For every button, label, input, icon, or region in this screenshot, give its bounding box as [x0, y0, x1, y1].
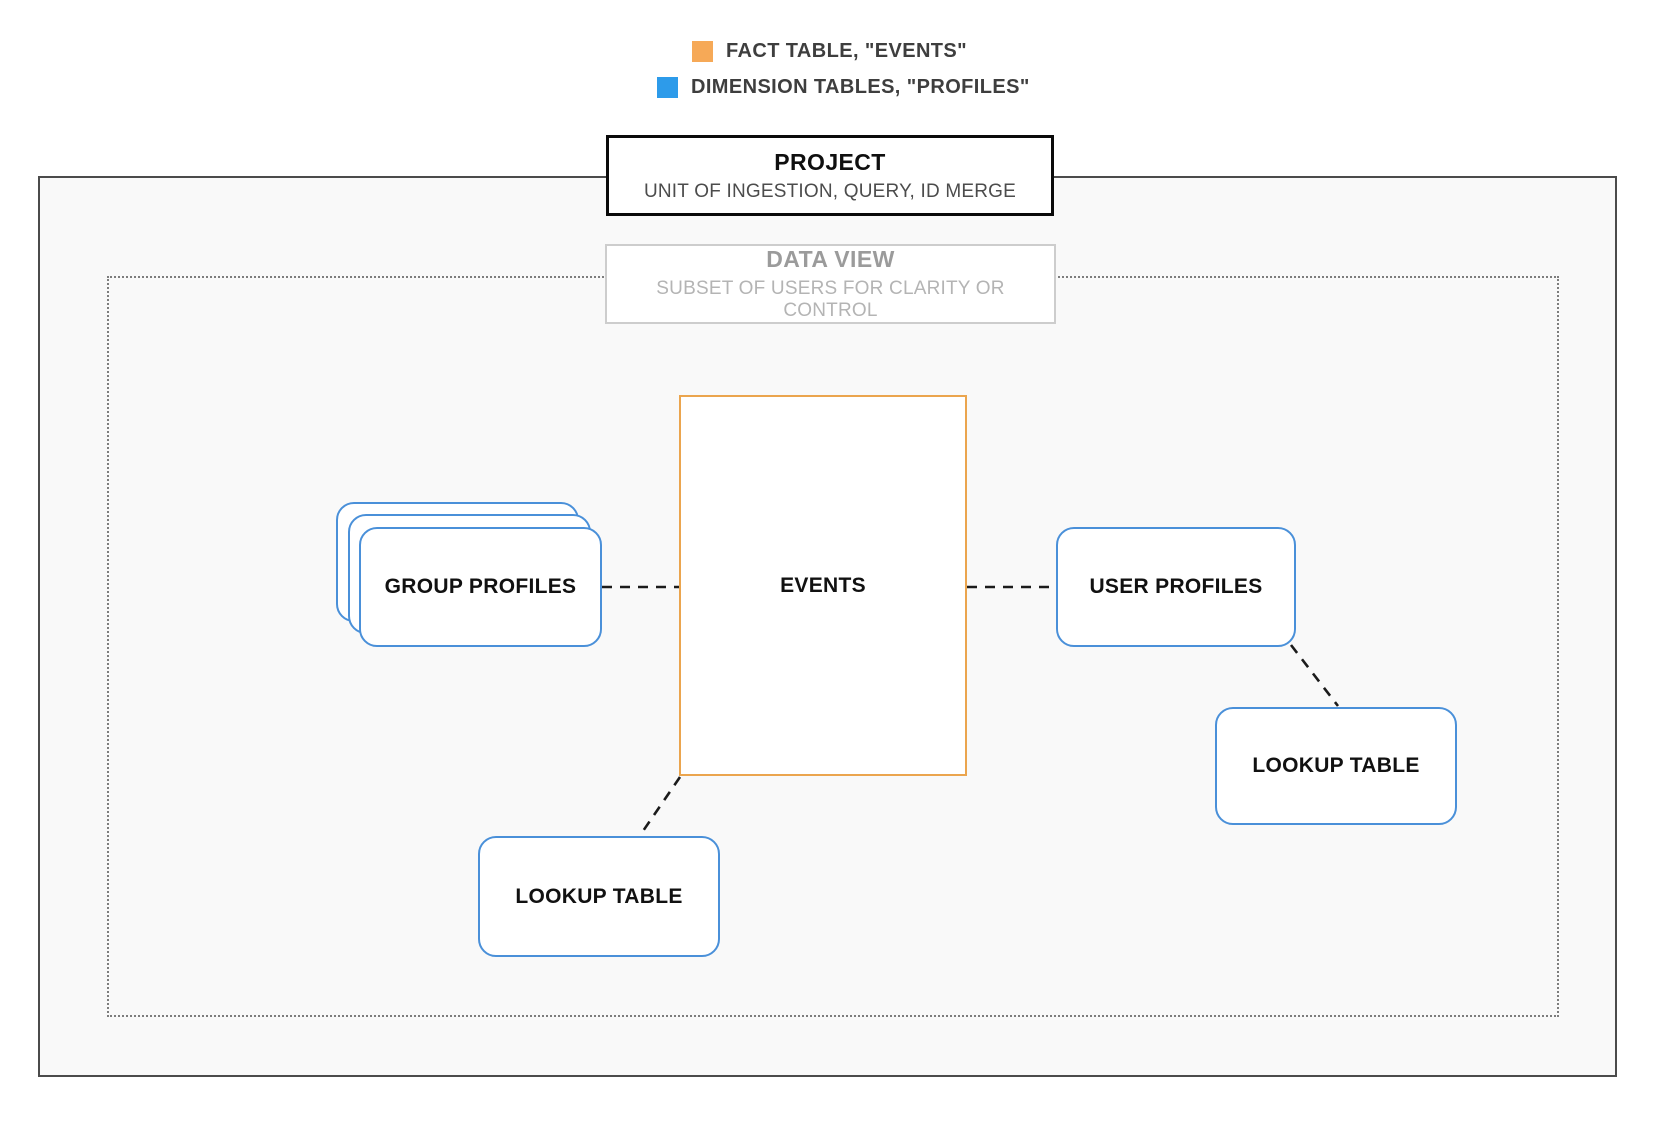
data-view-subtitle: SUBSET OF USERS FOR CLARITY OR CONTROL	[656, 278, 1005, 321]
user-profiles-node: USER PROFILES	[1056, 527, 1296, 647]
events-label: EVENTS	[780, 573, 866, 597]
lookup-table-bottom-label: LOOKUP TABLE	[515, 884, 683, 908]
fact-table-swatch-icon	[692, 40, 713, 62]
user-profiles-label: USER PROFILES	[1089, 575, 1263, 598]
data-view-label-box: DATA VIEW SUBSET OF USERS FOR CLARITY OR…	[605, 244, 1056, 324]
lookup-table-bottom-node: LOOKUP TABLE	[478, 836, 720, 957]
dimension-tables-swatch-icon	[657, 76, 678, 98]
project-label-box: PROJECT UNIT OF INGESTION, QUERY, ID MER…	[606, 135, 1054, 216]
group-profiles-label: GROUP PROFILES	[384, 575, 577, 598]
data-view-title: DATA VIEW	[766, 246, 895, 272]
lookup-table-right-node: LOOKUP TABLE	[1215, 707, 1457, 825]
legend-item-dimension-tables: DIMENSION TABLES, "PROFILES"	[657, 76, 1030, 98]
legend-label-fact-table: FACT TABLE, "EVENTS"	[726, 39, 968, 62]
legend-label-dimension-tables: DIMENSION TABLES, "PROFILES"	[691, 75, 1030, 98]
project-title: PROJECT	[774, 148, 886, 175]
legend-item-fact-table: FACT TABLE, "EVENTS"	[692, 40, 967, 62]
lookup-table-right-label: LOOKUP TABLE	[1252, 754, 1420, 777]
events-node: EVENTS	[679, 395, 967, 776]
project-subtitle: UNIT OF INGESTION, QUERY, ID MERGE	[643, 180, 1017, 202]
group-profiles-node: GROUP PROFILES	[359, 527, 602, 647]
